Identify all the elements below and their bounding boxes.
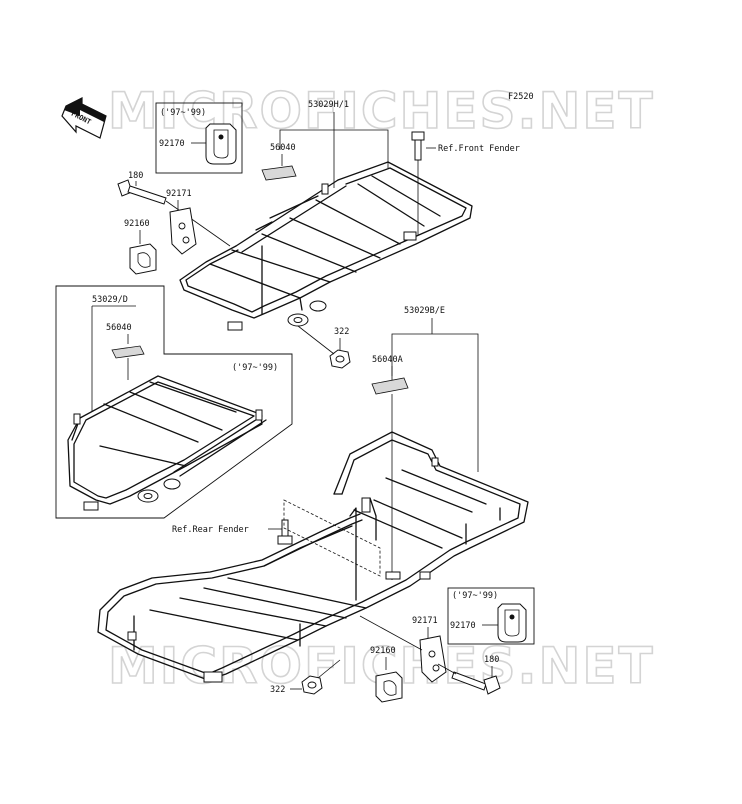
- rear-rack-label: 53029B/E: [404, 306, 445, 316]
- top-decal-label: 56040: [270, 143, 296, 153]
- clamp-bottom-icon: [375, 671, 403, 703]
- bracket-bottom-label: 92171: [412, 616, 438, 626]
- rear-bolt-icon: [277, 519, 293, 545]
- bottom-detail-box: [447, 587, 535, 645]
- left-box-assembly-label: 53029/D: [92, 295, 128, 305]
- nut-top-icon: [329, 349, 351, 369]
- top-detail-box: [155, 102, 243, 174]
- top-rack-frame: [179, 161, 473, 331]
- rear-rack-frame: [97, 431, 529, 683]
- front-arrow-icon: FRONT: [61, 97, 107, 139]
- bottom-clip-part-icon: [497, 603, 527, 643]
- bracket-top-icon: [169, 207, 197, 255]
- clip-part-icon: [205, 123, 237, 165]
- bolt-top-icon: [117, 179, 167, 205]
- left-decal-icon: [111, 345, 145, 359]
- watermark-top: MICROFICHES.NET: [108, 82, 655, 140]
- diagram-id: F2520: [508, 92, 534, 102]
- bolt-bottom-icon: [451, 671, 501, 695]
- clamp-bottom-label: 92160: [370, 646, 396, 656]
- nut-top-label: 322: [334, 327, 349, 337]
- bracket-bottom-icon: [419, 635, 447, 683]
- bolt-top-label: 180: [128, 171, 143, 181]
- top-decal-icon: [261, 165, 297, 181]
- bottom-box-years: ('97~'99): [452, 591, 498, 601]
- top-rack-label: 53029H/1: [308, 100, 349, 110]
- ref-front-fender-label: Ref.Front Fender: [438, 144, 520, 154]
- nut-bottom-label: 322: [270, 685, 285, 695]
- bracket-top-label: 92171: [166, 189, 192, 199]
- top-box-years: ('97~'99): [160, 108, 206, 118]
- rear-decal-icon: [371, 377, 409, 395]
- clamp-top-label: 92160: [124, 219, 150, 229]
- ref-rear-fender-label: Ref.Rear Fender: [172, 525, 249, 535]
- nut-bottom-icon: [301, 675, 323, 695]
- top-box-part-label: 92170: [159, 139, 185, 149]
- bottom-box-part-label: 92170: [450, 621, 476, 631]
- clamp-top-icon: [129, 243, 157, 275]
- left-box-decal-label: 56040: [106, 323, 132, 333]
- top-bolt-icon: [411, 131, 425, 161]
- left-detail-box: [55, 285, 293, 519]
- bolt-bottom-label: 180: [484, 655, 499, 665]
- left-rack-frame: [67, 375, 267, 511]
- rear-decal-label: 56040A: [372, 355, 403, 365]
- left-box-years: ('97~'99): [232, 363, 278, 373]
